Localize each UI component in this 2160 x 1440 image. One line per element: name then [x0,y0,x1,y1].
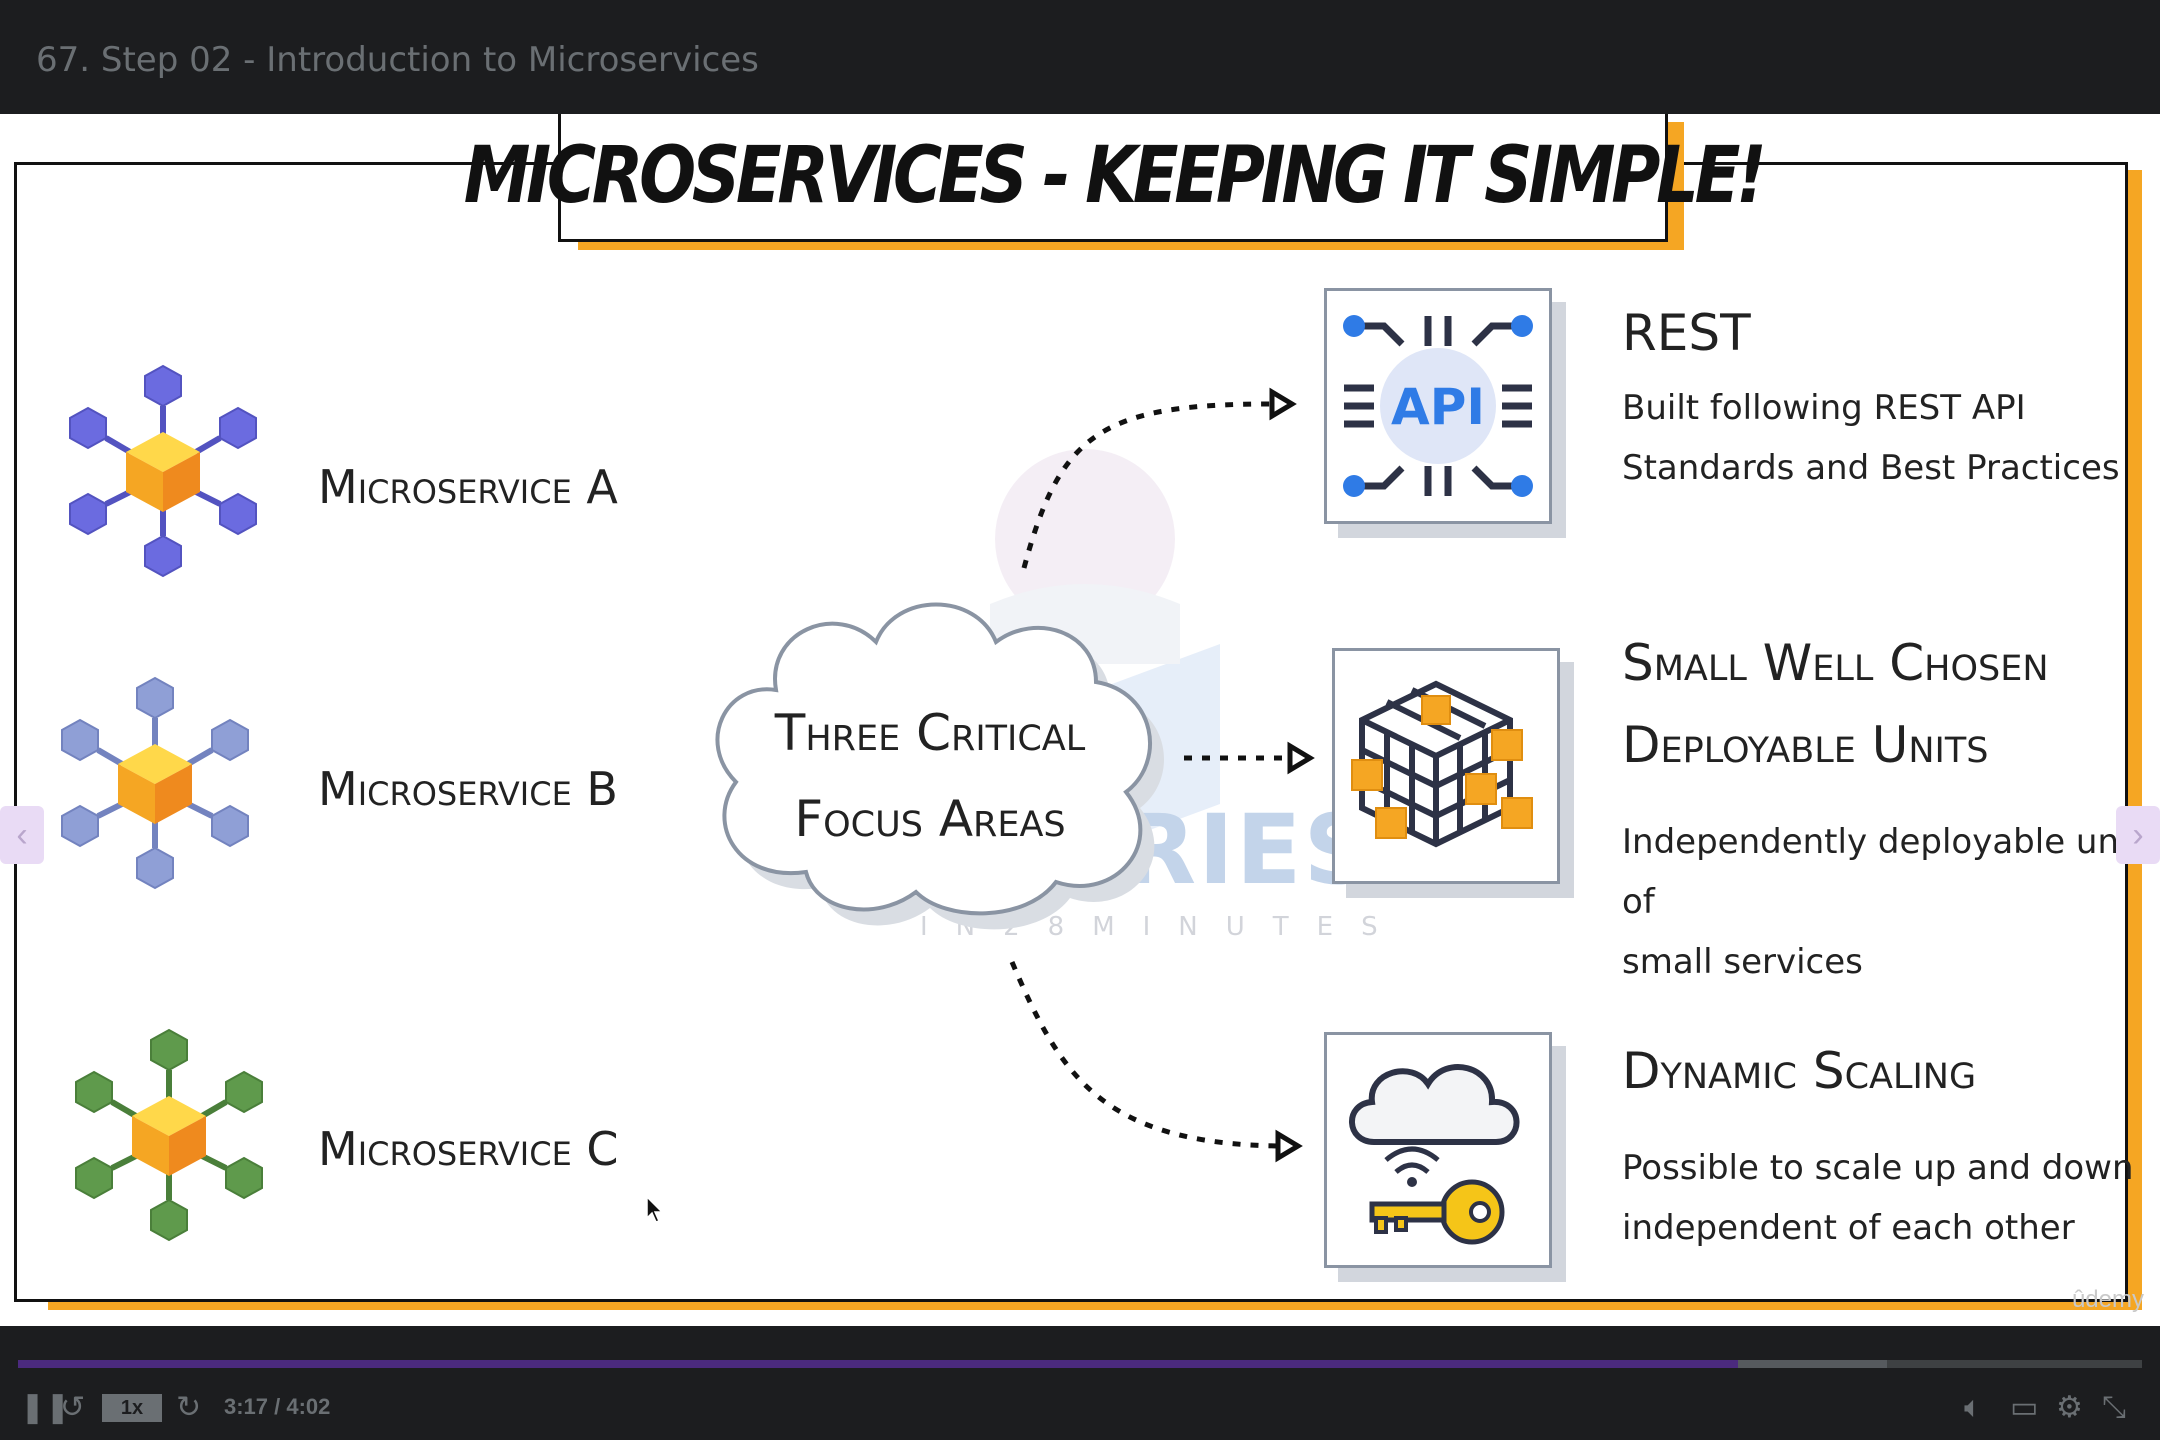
microservice-a-label: Microservice A [318,460,618,514]
progress-bar[interactable] [18,1360,2142,1368]
units-description-line1: Independently deployable units of [1622,822,2160,922]
arrow-to-rest [1021,401,1271,569]
time-display: 3:17 / 4:02 [224,1394,331,1419]
units-description: Independently deployable units of small … [1622,812,2160,992]
progress-buffer [1738,1360,1888,1368]
cloud-key-icon [1349,1064,1520,1245]
scaling-description-line1: Possible to scale up and down [1622,1148,2134,1188]
video-stage[interactable]: STORIES IN28MINUTES MICROSERVICES - KEEP… [0,114,2160,1326]
pause-icon[interactable]: ❚❚ [20,1390,71,1425]
microservice-b-label: Microservice B [318,762,618,816]
focus-cloud-icon [715,602,1164,930]
captions-icon[interactable]: ▭ [2010,1390,2039,1425]
playback-rate-button[interactable]: 1x [102,1394,162,1422]
rest-description-line1: Built following REST API [1622,388,2026,428]
next-lecture-button[interactable]: › [2116,806,2160,864]
microservice-c-label: Microservice C [318,1122,619,1176]
rest-description: Built following REST API Standards and B… [1622,378,2120,498]
slide-title: MICROSERVICES - KEEPING IT SIMPLE! [463,131,1767,221]
scaling-heading: Dynamic Scaling [1622,1042,1977,1100]
rest-card: API [1324,288,1566,538]
units-heading-line2: Deployable Units [1622,716,1989,774]
rewind-icon[interactable]: ↺ [60,1390,86,1425]
scaling-description: Possible to scale up and down independen… [1622,1138,2134,1258]
progress-fill [18,1360,1739,1368]
units-card [1332,648,1574,898]
udemy-watermark: ûdemy [2071,1286,2144,1313]
scaling-card [1324,1032,1566,1282]
volume-icon[interactable]: 🔈︎ [1964,1390,1982,1425]
forward-icon[interactable]: ↻ [176,1390,202,1425]
arrows [1009,387,1315,1163]
focus-areas-text: Three Critical Focus Areas [720,690,1140,862]
scaling-description-line2: independent of each other [1622,1208,2075,1248]
rest-heading: REST [1622,304,1751,362]
microservice-b-icon [61,676,249,890]
rest-description-line2: Standards and Best Practices [1622,448,2120,488]
units-heading-line1: Small Well Chosen [1622,634,2049,692]
api-label: API [1391,378,1485,436]
arrow-to-scaling [1009,961,1281,1149]
cube-grid-icon [1351,680,1533,848]
player-controls: ❚❚ ↺ 1x ↻ 3:17 / 4:02 🔈︎ ▭ ⚙ ⤡ [0,1326,2160,1440]
microservice-a-icon [69,364,257,578]
units-description-line2: small services [1622,942,1863,982]
mouse-cursor-icon [646,1196,664,1223]
microservice-c-icon [75,1028,263,1242]
focus-areas-line2: Focus Areas [794,790,1066,848]
lecture-title: 67. Step 02 - Introduction to Microservi… [36,40,759,80]
api-chip-icon: API [1343,315,1533,497]
previous-lecture-button[interactable]: ‹ [0,806,44,864]
units-heading: Small Well Chosen Deployable Units [1622,634,2049,774]
focus-areas-line1: Three Critical [774,704,1086,762]
top-bar: 67. Step 02 - Introduction to Microservi… [0,0,2160,114]
exit-fullscreen-icon[interactable]: ⤡ [2102,1390,2126,1425]
slide-title-box: MICROSERVICES - KEEPING IT SIMPLE! [464,114,1767,242]
settings-gear-icon[interactable]: ⚙ [2056,1390,2083,1425]
